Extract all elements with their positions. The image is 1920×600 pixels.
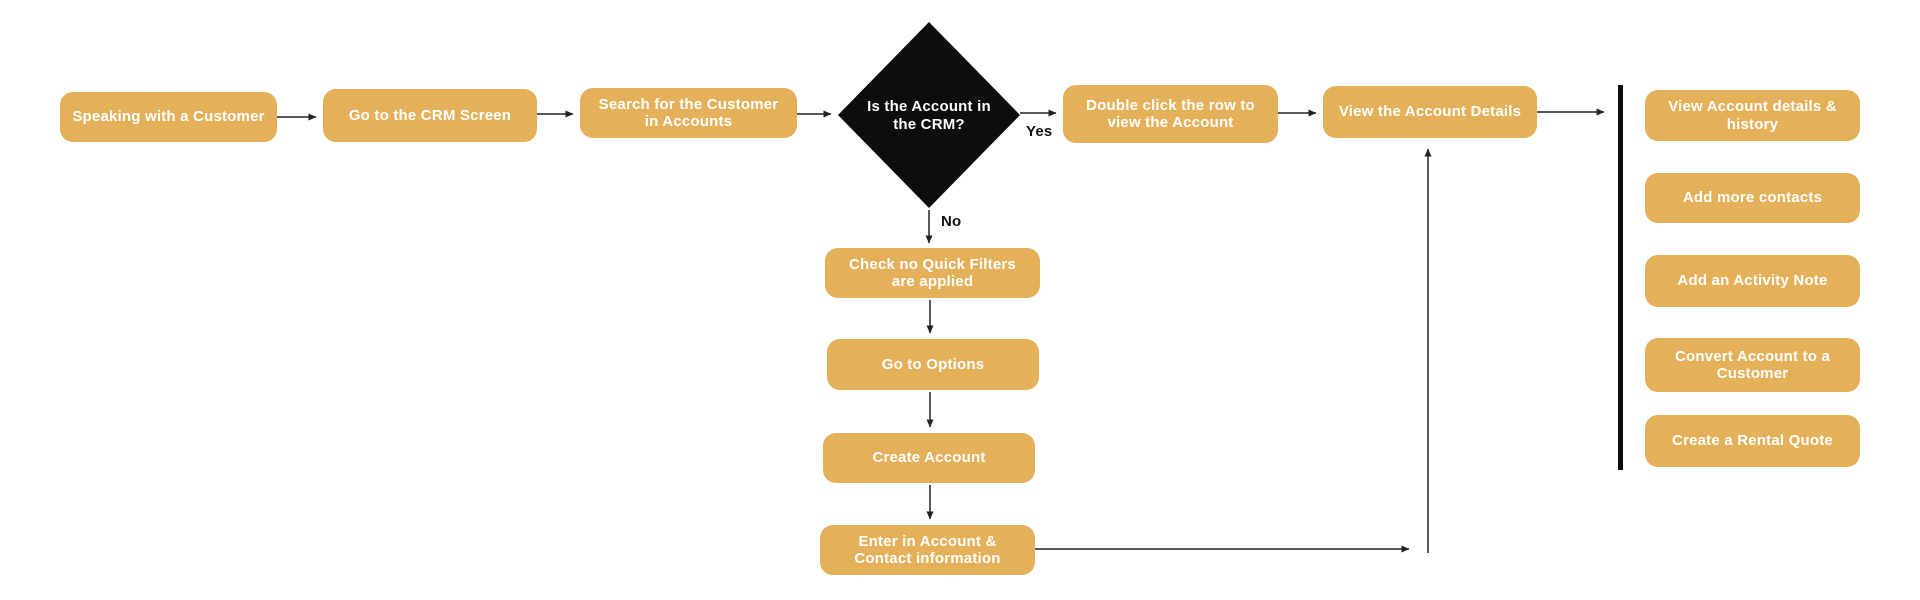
node-search-customer-accounts: Search for the Customer in Accounts: [580, 88, 797, 138]
node-go-to-crm-screen: Go to the CRM Screen: [323, 89, 537, 142]
decision-label: Is the Account in the CRM?: [867, 98, 991, 133]
action-add-activity-note: Add an Activity Note: [1645, 255, 1860, 307]
node-view-account-details: View the Account Details: [1323, 86, 1537, 138]
action-add-more-contacts: Add more contacts: [1645, 173, 1860, 223]
node-speaking-with-customer: Speaking with a Customer: [60, 92, 277, 142]
decision-diamond: [838, 22, 1020, 208]
node-go-to-options: Go to Options: [827, 339, 1039, 390]
connector-arrows: [277, 108, 1605, 553]
actions-divider-bar: [1618, 85, 1623, 470]
node-create-account: Create Account: [823, 433, 1035, 483]
action-create-rental-quote: Create a Rental Quote: [1645, 415, 1860, 467]
action-convert-account-to-customer: Convert Account to a Customer: [1645, 338, 1860, 392]
node-double-click-row: Double click the row to view the Account: [1063, 85, 1278, 143]
label-yes: Yes: [1026, 123, 1053, 140]
action-view-account-details-history: View Account details & history: [1645, 90, 1860, 141]
label-no: No: [941, 213, 962, 230]
node-enter-account-contact-info: Enter in Account & Contact information: [820, 525, 1035, 575]
node-check-quick-filters: Check no Quick Filters are applied: [825, 248, 1040, 298]
